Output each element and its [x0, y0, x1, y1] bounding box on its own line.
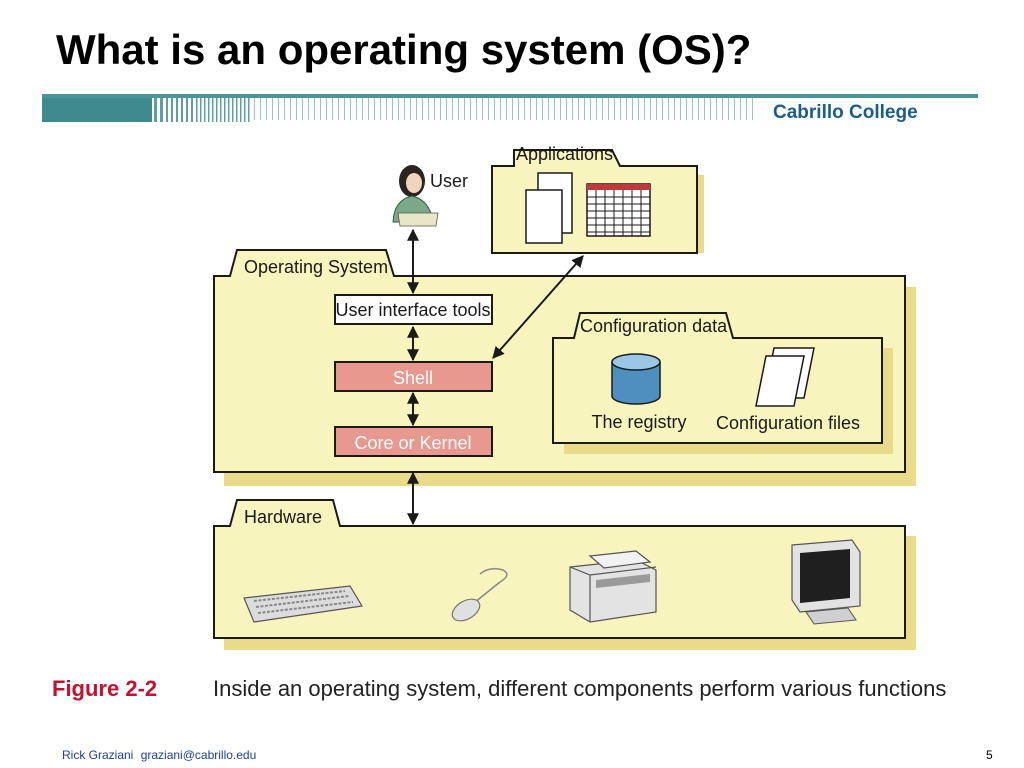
- page-number: 5: [986, 748, 993, 762]
- user-icon: [392, 165, 439, 227]
- connector-arrows: [407, 228, 584, 526]
- shell-box: Shell: [334, 361, 493, 392]
- user-interface-tools-box: User interface tools: [334, 294, 493, 325]
- arrow-shell-to-applications: [492, 255, 584, 359]
- configuration-data-label: Configuration data: [580, 316, 728, 336]
- keyboard-icon: [243, 585, 363, 623]
- configuration-files-icon: [755, 347, 815, 407]
- applications-label: Applications: [516, 144, 613, 164]
- footer-author: Rick Graziani: [62, 748, 134, 762]
- operating-system-label: Operating System: [244, 257, 388, 277]
- svg-text:Core or Kernel: Core or Kernel: [354, 433, 471, 453]
- monitor-icon: [791, 539, 861, 625]
- mouse-icon: [451, 567, 508, 622]
- applications-folder: Applications: [491, 144, 704, 254]
- spreadsheet-window-icon: [586, 183, 651, 237]
- printer-icon: [569, 550, 657, 623]
- configuration-files-label: Configuration files: [716, 413, 860, 433]
- header-banner: [42, 94, 978, 122]
- svg-text:Shell: Shell: [393, 368, 433, 388]
- figure-caption: Inside an operating system, different co…: [213, 676, 947, 701]
- document-pages-icon: [525, 172, 573, 244]
- core-kernel-box: Core or Kernel: [334, 426, 493, 457]
- registry-label: The registry: [591, 412, 686, 432]
- svg-text:User interface tools: User interface tools: [335, 300, 490, 320]
- hardware-folder: Hardware: [213, 499, 916, 650]
- footer: Rick Graziani graziani@cabrillo.edu: [62, 748, 260, 762]
- college-logo-text: Cabrillo College: [773, 102, 918, 123]
- slide-title: What is an operating system (OS)?: [56, 26, 752, 73]
- hardware-label: Hardware: [244, 507, 322, 527]
- configuration-data-folder: Configuration data The registry Configur…: [552, 312, 893, 454]
- figure-label: Figure 2-2: [52, 676, 158, 701]
- footer-email: graziani@cabrillo.edu: [140, 748, 257, 762]
- user-label: User: [430, 171, 468, 191]
- registry-database-icon: [611, 353, 661, 405]
